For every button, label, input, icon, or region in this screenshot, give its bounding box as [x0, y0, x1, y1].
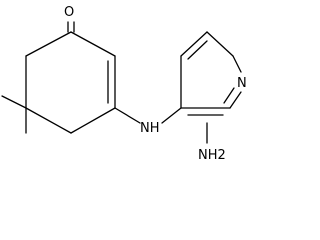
bond-py-c5-c6 [206, 31, 234, 57]
carbonyl-oxygen-label: O [64, 5, 74, 20]
bond-py-n1-c2 [229, 91, 242, 109]
molecule-diagram: O NH N NH2 [1, 5, 247, 163]
bond-methyl-1 [1, 95, 27, 109]
bond-c3-nh [114, 107, 141, 124]
bond-c3-c4 [70, 107, 116, 134]
bond-c4-c5 [25, 107, 72, 134]
amine-nh-label: NH [140, 121, 160, 136]
bond-py-c4-c5 [180, 31, 208, 57]
bond-nh-pyridine [161, 107, 182, 124]
bond-c1-c2 [70, 31, 116, 57]
bond-py-n1-c2-inner [223, 87, 235, 104]
bond-py-c4-c5-inner [187, 40, 208, 60]
amino-group-label: NH2 [198, 148, 226, 163]
bond-c6-c1 [25, 31, 72, 57]
bond-py-c6-n1 [232, 55, 242, 73]
structure-svg: O NH N NH2 [1, 5, 247, 163]
pyridine-nitrogen-label: N [237, 76, 247, 91]
